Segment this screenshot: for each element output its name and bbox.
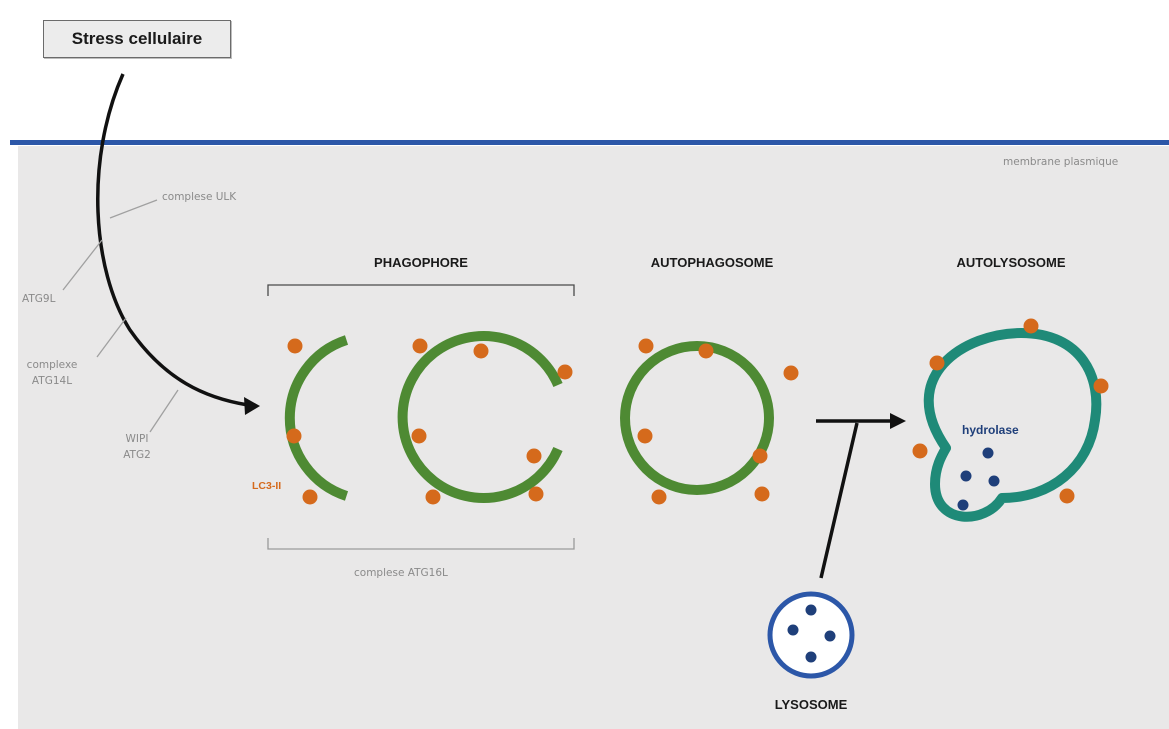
stress-cellulaire-label: Stress cellulaire	[71, 29, 203, 48]
lc3-dot	[411, 428, 427, 444]
autophagosome-label: AUTOPHAGOSOME	[650, 255, 774, 270]
lysosome-circle	[767, 591, 855, 679]
lc3-dot	[1023, 318, 1039, 334]
lc3-dot	[752, 448, 768, 464]
lc3-dot	[637, 428, 653, 444]
lc3-dot	[412, 338, 428, 354]
stress-signal-arrow	[96, 73, 249, 407]
complexe-atg14l-line2: ATG14L	[31, 374, 73, 387]
cytoplasm-area	[18, 146, 1169, 729]
complexe-atg14l-label: complexe ATG14L	[22, 358, 82, 390]
membrane-plasmique-label: membrane plasmique	[1003, 156, 1119, 168]
wipi-atg2-line2: ATG2	[123, 448, 151, 461]
autolysosome-label: AUTOLYSOSOME	[956, 255, 1066, 270]
lc3-dot	[302, 489, 318, 505]
lc3-dot	[287, 338, 303, 354]
hydrolase-dots	[957, 447, 1000, 511]
lc3-dot	[651, 489, 667, 505]
hydrolase-dot	[982, 447, 994, 459]
phagophore-label: PHAGOPHORE	[374, 255, 468, 270]
wipi-atg2-label: WIPI ATG2	[112, 432, 162, 464]
lysosome-hydrolase-dots	[787, 604, 836, 663]
lc3-dot	[526, 448, 542, 464]
hydrolase-dot	[805, 651, 817, 663]
lc3-dot	[557, 364, 573, 380]
atg14-leader-line	[96, 317, 127, 358]
hydrolase-dot	[957, 499, 969, 511]
lc3-dots	[286, 338, 799, 505]
hydrolase-dot	[960, 470, 972, 482]
hydrolase-label: hydrolase	[962, 423, 1019, 437]
atg9-leader-line	[62, 239, 103, 291]
wipi-atg2-line1: WIPI	[125, 433, 149, 445]
lc3-dot	[698, 343, 714, 359]
lc3-dot	[286, 428, 302, 444]
lc3-ii-label: LC3-II	[252, 480, 282, 492]
lc3-dot	[473, 343, 489, 359]
atg9l-label: ATG9L	[22, 293, 56, 305]
lc3-dot	[929, 355, 945, 371]
phagophore-bracket-top	[267, 284, 575, 296]
stress-cellulaire-box: Stress cellulaire	[43, 20, 231, 58]
plasma-membrane-line	[10, 140, 1169, 145]
lc3-dot	[783, 365, 799, 381]
hydrolase-dot	[988, 475, 1000, 487]
lc3-dot	[1093, 378, 1109, 394]
atg16-bracket-bottom	[267, 538, 575, 550]
lc3-dot	[912, 443, 928, 459]
hydrolase-dot	[824, 630, 836, 642]
complexe-ulk-label: complese ULK	[162, 191, 237, 203]
lysosome-input-line	[819, 422, 859, 579]
lysosome-label: LYSOSOME	[774, 697, 848, 712]
phagophore-arc-2	[397, 331, 563, 503]
complexe-atg16l-label: complese ATG16L	[354, 567, 448, 579]
hydrolase-dot	[805, 604, 817, 616]
lc3-dot	[528, 486, 544, 502]
fusion-arrow-head	[890, 413, 906, 429]
lc3-dot	[1059, 488, 1075, 504]
autolysosome-lc3-dots	[912, 318, 1109, 504]
complexe-atg14l-line1: complexe	[26, 359, 78, 371]
stress-arrow-head	[244, 397, 260, 415]
lc3-dot	[425, 489, 441, 505]
wipi-leader-line	[149, 389, 179, 433]
autophagosome-circle	[620, 341, 774, 495]
autolysosome-membrane	[923, 328, 1102, 522]
hydrolase-dot	[787, 624, 799, 636]
lc3-dot	[638, 338, 654, 354]
lc3-dot	[754, 486, 770, 502]
phagophore-arc-1	[284, 335, 349, 501]
ulk-leader-line	[109, 199, 158, 219]
